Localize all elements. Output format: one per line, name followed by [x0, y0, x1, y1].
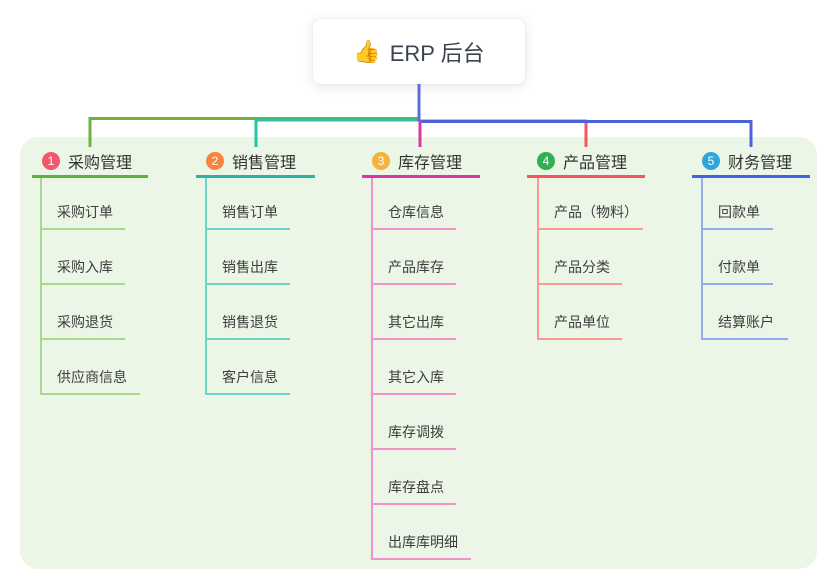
branch-child-rail [701, 178, 703, 340]
branch-node-finance[interactable]: 5 财务管理 [692, 146, 810, 178]
mindmap-node[interactable]: 采购订单 [40, 202, 125, 230]
branch-label: 采购管理 [68, 154, 133, 172]
mindmap-node[interactable]: 仓库信息 [371, 202, 456, 230]
mindmap-node[interactable]: 产品（物料） [537, 202, 643, 230]
mindmap-node[interactable]: 销售订单 [205, 202, 290, 230]
branch-node-sales[interactable]: 2 销售管理 [196, 146, 315, 178]
mindmap-node[interactable]: 产品分类 [537, 257, 622, 285]
mindmap-node[interactable]: 其它出库 [371, 312, 456, 340]
mindmap-node[interactable]: 付款单 [701, 257, 773, 285]
mindmap-node[interactable]: 产品库存 [371, 257, 456, 285]
branch-child-rail [205, 178, 207, 395]
branch-number-badge: 3 [372, 151, 390, 170]
branch-label: 财务管理 [728, 154, 793, 172]
branch-node-products[interactable]: 4 产品管理 [527, 146, 645, 178]
branch-label: 库存管理 [398, 154, 463, 172]
mindmap-node[interactable]: 出库库明细 [371, 532, 471, 560]
branch-number-badge: 5 [702, 151, 720, 170]
mindmap-node[interactable]: 其它入库 [371, 367, 456, 395]
branch-number-badge: 2 [206, 151, 224, 170]
mindmap-node[interactable]: 库存盘点 [371, 477, 456, 505]
mindmap-node[interactable]: 结算账户 [701, 312, 788, 340]
mindmap-node[interactable]: 销售退货 [205, 312, 290, 340]
mindmap-node[interactable]: 产品单位 [537, 312, 622, 340]
branch-child-rail [371, 178, 373, 560]
branch-label: 销售管理 [232, 154, 297, 172]
branches-panel [20, 137, 817, 569]
branch-node-inventory[interactable]: 3 库存管理 [362, 146, 480, 178]
branch-label: 产品管理 [563, 154, 628, 172]
branch-number-badge: 1 [42, 151, 60, 170]
mindmap-node[interactable]: 客户信息 [205, 367, 290, 395]
mindmap-node[interactable]: 销售出库 [205, 257, 290, 285]
mindmap-node[interactable]: 库存调拨 [371, 422, 456, 450]
root-title: ERP 后台 [389, 40, 485, 66]
branch-child-rail [40, 178, 42, 395]
branch-node-purchase[interactable]: 1 采购管理 [32, 146, 148, 178]
thumbs-up-icon: 👍 [353, 38, 381, 64]
mindmap-node[interactable]: 采购入库 [40, 257, 125, 285]
mindmap-node[interactable]: 采购退货 [40, 312, 125, 340]
root-node[interactable]: 👍 ERP 后台 [313, 19, 525, 84]
branch-child-rail [537, 178, 539, 340]
mindmap-node[interactable]: 回款单 [701, 202, 773, 230]
mindmap-node[interactable]: 供应商信息 [40, 367, 140, 395]
branch-number-badge: 4 [537, 151, 555, 170]
